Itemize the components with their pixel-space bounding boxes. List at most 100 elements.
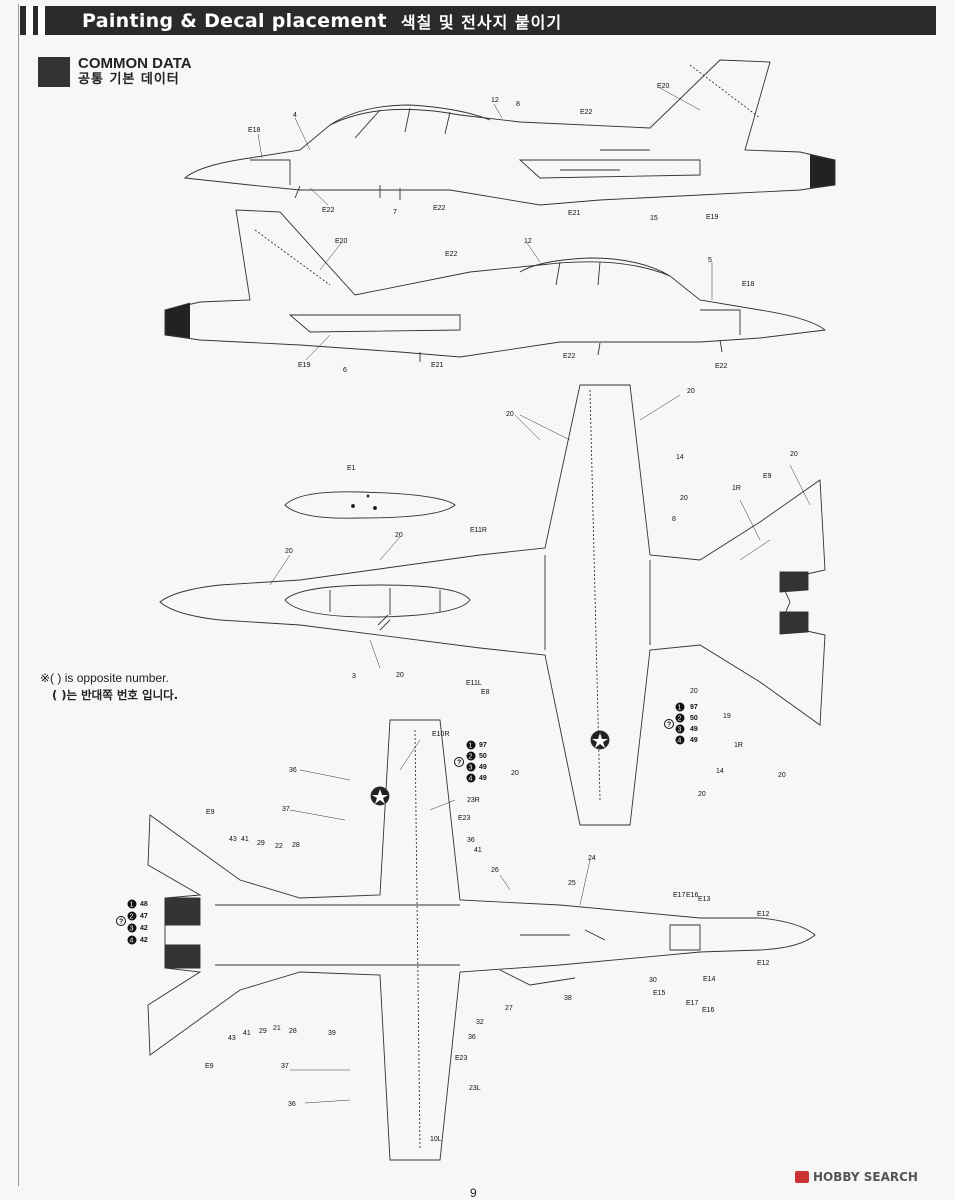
callout-E22: E22 xyxy=(715,363,728,370)
svg-text:42: 42 xyxy=(140,925,148,932)
callout-5: 5 xyxy=(708,257,712,264)
callout-E11R: E11R xyxy=(470,527,487,534)
svg-text:4: 4 xyxy=(469,776,473,783)
bottom-view xyxy=(147,719,816,1161)
header-bar: Painting & Decal placement 색칠 및 전사지 붙이기 xyxy=(20,6,936,35)
callout-1R: 1R xyxy=(732,485,741,492)
callout-E19: E19 xyxy=(706,214,719,221)
svg-text:3: 3 xyxy=(678,727,682,734)
callout-37: 37 xyxy=(282,806,290,813)
callout-E9: E9 xyxy=(206,809,215,816)
callout-20: 20 xyxy=(680,495,688,502)
page-title: Painting & Decal placement xyxy=(82,9,387,32)
svg-text:49: 49 xyxy=(690,726,698,733)
top-view xyxy=(159,384,826,826)
callout-6: 6 xyxy=(343,367,347,374)
callout-24: 24 xyxy=(588,855,596,862)
note-english: ※( ) is opposite number. xyxy=(40,671,169,685)
callout-36: 36 xyxy=(289,767,297,774)
callout-30: 30 xyxy=(649,977,657,984)
callout-E10R: E10R xyxy=(432,731,450,738)
callout-labels: E18 4 12 8 E22 E20 E22 7 E22 E21 15 E19 … xyxy=(205,83,798,1143)
callout-25: 25 xyxy=(568,880,576,887)
callout-E23: E23 xyxy=(458,815,471,822)
callout-37: 37 xyxy=(281,1063,289,1070)
callout-E18: E18 xyxy=(248,127,261,134)
callout-E22: E22 xyxy=(563,353,576,360)
callout-3: 3 xyxy=(352,673,356,680)
callout-36: 36 xyxy=(288,1101,296,1108)
section-title-ko: 공통 기본 데이터 xyxy=(78,72,180,87)
callout-E22: E22 xyxy=(322,207,335,214)
callout-E17: E17 xyxy=(686,1000,699,1007)
callout-12: 12 xyxy=(524,238,532,245)
callout-E16: E16 xyxy=(686,892,699,899)
svg-text:50: 50 xyxy=(690,715,698,722)
svg-text:?: ? xyxy=(119,919,123,926)
callout-E1: E1 xyxy=(347,465,356,472)
svg-text:4: 4 xyxy=(130,938,134,945)
svg-text:1: 1 xyxy=(130,902,134,909)
callout-E20: E20 xyxy=(335,238,348,245)
opposite-number-note: ※( ) is opposite number. ( )는 반대쪽 번호 입니다… xyxy=(40,670,178,704)
svg-text:97: 97 xyxy=(690,704,698,711)
callout-14: 14 xyxy=(676,454,684,461)
callout-36: 36 xyxy=(468,1034,476,1041)
page-frame xyxy=(18,4,939,1186)
svg-text:50: 50 xyxy=(479,753,487,760)
callout-E19: E19 xyxy=(298,362,311,369)
callout-20: 20 xyxy=(506,411,514,418)
callout-E18: E18 xyxy=(742,281,755,288)
drop-tank-view xyxy=(284,491,456,519)
callout-E22: E22 xyxy=(433,205,446,212)
callout-20: 20 xyxy=(511,770,519,777)
callout-20: 20 xyxy=(687,388,695,395)
svg-text:4: 4 xyxy=(678,738,682,745)
callout-15: 15 xyxy=(650,215,658,222)
callout-23R: 23R xyxy=(467,797,480,804)
callout-8: 8 xyxy=(516,101,520,108)
callout-E13: E13 xyxy=(698,896,711,903)
callout-E16: E16 xyxy=(702,1007,715,1014)
callout-43: 43 xyxy=(229,836,237,843)
callout-E20: E20 xyxy=(657,83,670,90)
side-view-left xyxy=(164,209,827,362)
callout-12: 12 xyxy=(491,97,499,104)
callout-E9: E9 xyxy=(763,473,772,480)
svg-text:?: ? xyxy=(667,722,671,729)
callout-39: 39 xyxy=(328,1030,336,1037)
callout-7: 7 xyxy=(393,209,397,216)
callout-20: 20 xyxy=(395,532,403,539)
callout-E12: E12 xyxy=(757,960,770,967)
callout-20: 20 xyxy=(790,451,798,458)
svg-text:3: 3 xyxy=(469,765,473,772)
svg-text:2: 2 xyxy=(130,914,134,921)
callout-E17: E17 xyxy=(673,892,686,899)
callout-41: 41 xyxy=(243,1030,251,1037)
callout-27: 27 xyxy=(505,1005,513,1012)
callout-E12: E12 xyxy=(757,911,770,918)
callout-38: 38 xyxy=(564,995,572,1002)
callout-E15: E15 xyxy=(653,990,666,997)
svg-text:97: 97 xyxy=(479,742,487,749)
hobby-search-logo-icon xyxy=(795,1171,809,1183)
callout-4: 4 xyxy=(293,112,297,119)
header-stripes xyxy=(20,6,68,35)
watermark-text: HOBBY SEARCH xyxy=(813,1170,918,1184)
page-title-korean: 색칠 및 전사지 붙이기 xyxy=(400,12,563,32)
callout-28: 28 xyxy=(292,842,300,849)
callout-21: 21 xyxy=(273,1025,281,1032)
section-title: COMMON DATA 공통 기본 데이터 xyxy=(78,56,192,88)
callout-29: 29 xyxy=(257,840,265,847)
callout-E22: E22 xyxy=(580,109,593,116)
callout-23L: 23L xyxy=(469,1085,481,1092)
callout-E14: E14 xyxy=(703,976,716,983)
svg-text:1: 1 xyxy=(469,743,473,750)
svg-text:48: 48 xyxy=(140,901,148,908)
callout-36: 36 xyxy=(467,837,475,844)
svg-text:49: 49 xyxy=(479,775,487,782)
svg-text:47: 47 xyxy=(140,913,148,920)
